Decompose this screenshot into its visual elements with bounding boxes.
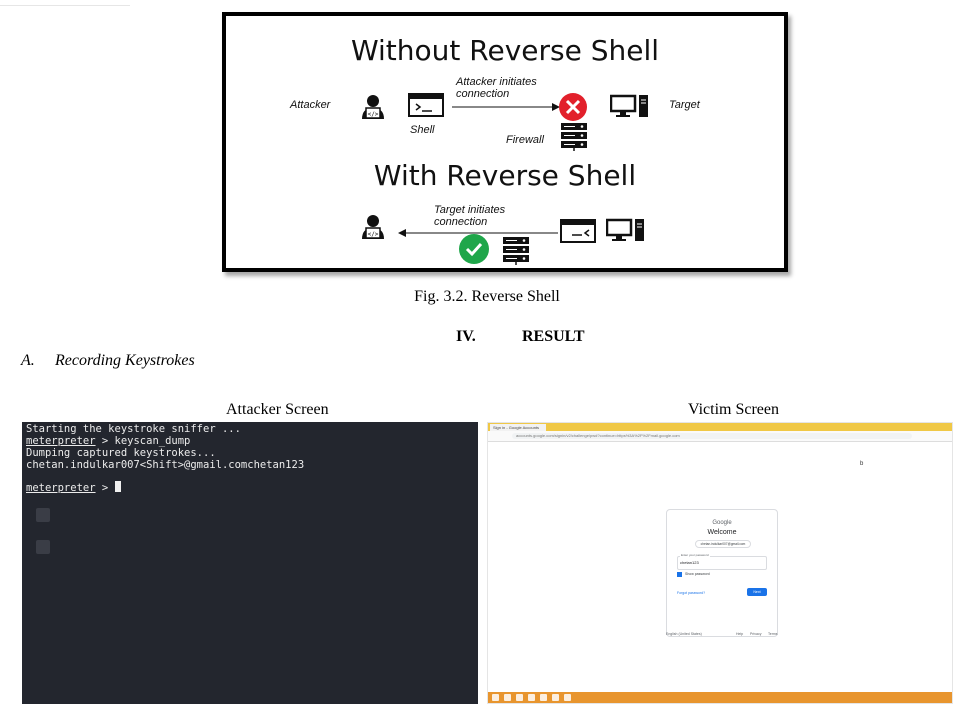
start-icon: [492, 694, 499, 701]
subsection-letter: A.: [21, 352, 35, 369]
browser-address-bar: accounts.google.com/signin/v2/challenge/…: [488, 431, 952, 442]
account-chip: chetan.indulkar007@gmail.com: [695, 540, 751, 548]
terminal-line: Dumping captured keystrokes...: [26, 447, 216, 459]
show-password-label: Show password: [685, 572, 710, 576]
terminal-prompt-suffix: >: [95, 482, 115, 494]
privacy-link: Privacy: [750, 632, 762, 636]
label-firewall: Firewall: [506, 134, 544, 146]
taskbar-app-icon: [528, 694, 535, 701]
firewall-server-icon: [561, 123, 587, 151]
hacker-icon: </>: [362, 215, 384, 239]
password-field-label: Enter your password: [680, 553, 710, 557]
taskbar-app-icon: [540, 694, 547, 701]
terminal-prompt: meterpreter: [26, 482, 96, 494]
hacker-icon: </>: [362, 95, 384, 119]
windows-taskbar: [488, 692, 952, 703]
label-target-initiates: Target initiates connection: [434, 204, 506, 228]
welcome-heading: Welcome: [707, 529, 737, 536]
address-url: accounts.google.com/signin/v2/challenge/…: [512, 433, 912, 439]
show-password-checkbox: [677, 572, 682, 577]
help-link: Help: [736, 632, 744, 636]
label-attacker-initiates: Attacker initiates connection: [456, 76, 537, 100]
label-target: Target: [669, 99, 700, 111]
victim-browser-screenshot: Sign in - Google Accounts accounts.googl…: [487, 422, 953, 704]
shell-terminal-icon: [408, 93, 444, 117]
forgot-password-link: Forgot password?: [677, 591, 706, 595]
taskbar-app-icon: [504, 694, 511, 701]
terminal-captured-keystrokes: chetan.indulkar007<Shift>@gmail.comcheta…: [26, 459, 305, 471]
terminal-command: > keyscan_dump: [95, 435, 191, 447]
browser-tab-bar: Sign in - Google Accounts: [488, 423, 952, 431]
terminal-background-texture: [262, 508, 478, 704]
allowed-check-icon: [459, 234, 489, 264]
section-number: IV.: [456, 328, 476, 345]
terminal-line: meterpreter >: [26, 481, 121, 494]
arrow-left-icon: [398, 229, 558, 237]
firewall-server-icon: [503, 237, 529, 265]
google-logo: Google: [712, 520, 732, 526]
next-button: Next: [747, 588, 767, 596]
victim-screen-title: Victim Screen: [688, 401, 780, 418]
terms-link: Terms: [768, 632, 778, 636]
taskbar-app-icon: [552, 694, 559, 701]
arrow-right-icon: [452, 103, 560, 111]
browser-tab: Sign in - Google Accounts: [490, 424, 546, 431]
target-computer-icon: [610, 94, 648, 117]
svg-text:</>: </>: [368, 231, 379, 238]
password-field: [677, 556, 767, 570]
terminal-line: meterpreter > keyscan_dump: [26, 435, 190, 447]
target-computer-icon: [606, 218, 644, 241]
desktop-folder-icon: [36, 540, 50, 554]
attacker-terminal-screenshot: Starting the keystroke sniffer ... meter…: [22, 422, 478, 704]
shell-terminal-icon: [560, 219, 596, 243]
page-marker: b: [860, 461, 864, 467]
terminal-cursor: [114, 481, 121, 492]
desktop-file-icon: [36, 508, 50, 522]
section-title: RESULT: [522, 328, 585, 345]
subsection-title: Recording Keystrokes: [55, 352, 195, 369]
svg-text:</>: </>: [368, 111, 379, 118]
taskbar-app-icon: [564, 694, 571, 701]
terminal-line: Starting the keystroke sniffer ...: [26, 423, 241, 435]
subsection-heading: A. Recording Keystrokes: [21, 352, 195, 370]
password-field-value: chetan123: [680, 560, 699, 565]
terminal-prompt: meterpreter: [26, 435, 96, 447]
taskbar-app-icon: [516, 694, 523, 701]
language-selector: English (United States): [666, 632, 702, 636]
label-shell: Shell: [410, 124, 435, 136]
attacker-screen-title: Attacker Screen: [226, 401, 329, 418]
heading-without-reverse-shell: Without Reverse Shell: [350, 34, 660, 67]
label-attacker: Attacker: [290, 99, 331, 111]
google-signin-card: Google Welcome chetan.indulkar007@gmail.…: [666, 509, 778, 637]
heading-with-reverse-shell: With Reverse Shell: [373, 159, 637, 192]
reverse-shell-diagram: Without Reverse Shell With Reverse Shell…: [222, 12, 788, 272]
top-rule: [0, 5, 130, 6]
blocked-x-icon: [559, 93, 587, 121]
figure-caption: Fig. 3.2. Reverse Shell: [414, 288, 560, 305]
